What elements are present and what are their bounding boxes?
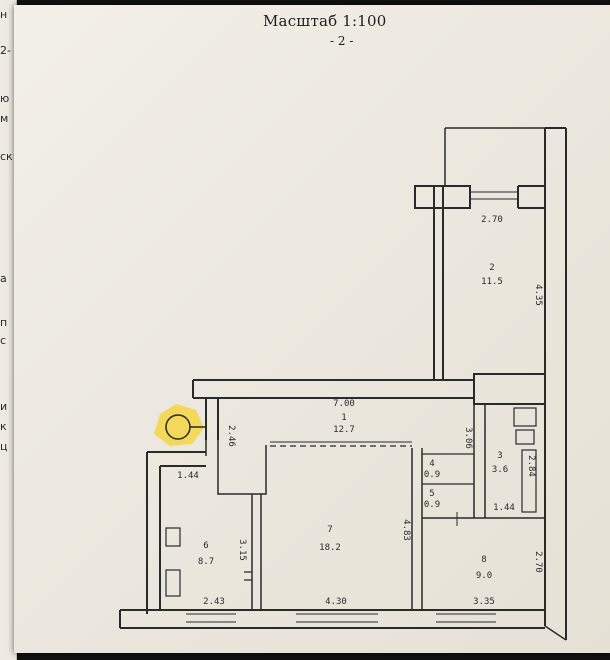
room-number: 3: [497, 451, 502, 461]
edge-fragment: к: [0, 420, 7, 433]
dim-room6-side: 3.15: [237, 539, 247, 561]
edge-fragment: н: [0, 8, 8, 21]
room-number: 7: [327, 525, 332, 535]
floor-plan-sheet: [14, 5, 610, 653]
edge-fragment: п: [0, 316, 8, 329]
dim-room7-side: 4.83: [401, 519, 411, 541]
edge-fragment: а: [0, 272, 7, 285]
room-1-label: 1 12.7: [333, 413, 355, 435]
room-4-label: 4 0.9: [424, 459, 440, 480]
room-area: 11.5: [481, 277, 503, 287]
room-2-label: 2 11.5: [481, 263, 503, 287]
room-8-label: 8 9.0: [476, 555, 492, 581]
dim-room2-side: 4.35: [533, 284, 543, 306]
room-7-label: 7 18.2: [319, 525, 341, 553]
dim-corridor-side: 2.46: [226, 425, 236, 447]
dim-corridor-length: 7.00: [333, 399, 355, 409]
room-area: 9.0: [476, 571, 492, 581]
dim-bath-width: 1.44: [493, 503, 515, 513]
dim-room8-side: 2.70: [533, 551, 543, 573]
dim-top-width: 2.70: [481, 215, 503, 225]
edge-fragment: и: [0, 400, 8, 413]
room-number: 6: [203, 541, 208, 551]
room-area: 18.2: [319, 543, 341, 553]
edge-fragment: ск: [0, 150, 13, 163]
scale-title: Масштаб 1:100: [263, 12, 387, 30]
room-area: 0.9: [424, 470, 440, 480]
room-number: 5: [429, 489, 434, 499]
dim-bottom-left: 2.43: [203, 597, 225, 607]
room-number: 2: [489, 263, 494, 273]
room-number: 8: [481, 555, 486, 565]
room-number: 4: [429, 459, 434, 469]
ventilation-marker: [154, 404, 206, 446]
room-6-label: 6 8.7: [198, 541, 214, 567]
edge-fragment: м: [0, 112, 9, 125]
page-number: - 2 -: [330, 34, 354, 48]
room-area: 12.7: [333, 425, 355, 435]
edge-fragment: 2-: [0, 44, 11, 57]
dim-bottom-right: 3.35: [473, 597, 495, 607]
room-area: 8.7: [198, 557, 214, 567]
dim-bath-side: 3.06: [463, 427, 473, 449]
edge-fragment: ц: [0, 440, 8, 453]
room-3-label: 3 3.6: [492, 451, 508, 475]
room-number: 1: [341, 413, 346, 423]
dim-bottom-middle: 4.30: [325, 597, 347, 607]
edge-fragment: ю: [0, 92, 10, 105]
room-area: 3.6: [492, 465, 508, 475]
dim-bath-height: 2.84: [526, 455, 536, 477]
edge-fragment: с: [0, 334, 7, 347]
room-5-label: 5 0.9: [424, 489, 440, 510]
room-area: 0.9: [424, 500, 440, 510]
dim-left-width: 1.44: [177, 471, 199, 481]
